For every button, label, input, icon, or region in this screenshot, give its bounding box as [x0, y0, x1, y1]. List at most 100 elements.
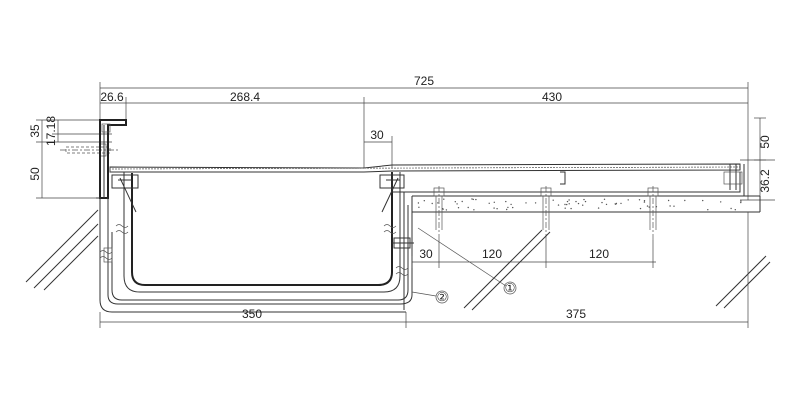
slab-dot — [512, 206, 514, 209]
cover-plate — [109, 163, 741, 173]
slab-dot — [577, 202, 580, 205]
slab-dot — [673, 205, 675, 207]
dim-label-26-6: 26.6 — [100, 90, 124, 104]
anchor-bolt-3 — [647, 186, 659, 240]
dim-label-17-18: 17.18 — [44, 116, 58, 146]
channel-body — [107, 172, 413, 305]
slab-dot — [734, 209, 736, 211]
slab-dot — [740, 200, 742, 202]
anchor-bolt-1 — [433, 186, 445, 240]
slab-dot — [454, 201, 456, 203]
slab-dot — [488, 202, 490, 204]
slab-dot — [575, 200, 577, 203]
slab-dot — [720, 201, 722, 203]
dim-label-50-right: 50 — [758, 135, 772, 149]
slab-dot — [646, 205, 649, 207]
slab-dot — [597, 207, 600, 209]
slab-dot — [417, 202, 420, 204]
slab-dot — [437, 202, 439, 204]
dimension-right-verticals: 50 36.2 — [740, 117, 775, 201]
dim-label-268-4: 268.4 — [230, 90, 260, 104]
slab-dot — [534, 202, 537, 204]
slab-dot — [493, 207, 495, 209]
right-bracket — [379, 174, 414, 276]
slab-dot — [564, 203, 566, 206]
callout-label-2: ② — [437, 290, 448, 304]
slab-dot — [457, 207, 460, 209]
right-frame — [391, 164, 745, 310]
slab-dot — [643, 200, 646, 202]
slab-dot — [627, 199, 629, 201]
slab-dot — [568, 203, 570, 205]
slab-dot — [740, 201, 742, 204]
slab-dot — [566, 200, 569, 203]
anchor-bolt-2 — [540, 186, 552, 240]
right-embankment-hatch — [463, 229, 771, 311]
slab-dot — [475, 198, 477, 201]
dim-label-430: 430 — [542, 90, 562, 104]
slab-dot — [620, 202, 622, 205]
slab-dot — [557, 204, 560, 206]
left-bolt — [60, 143, 120, 157]
dim-label-375: 375 — [566, 307, 586, 321]
callout-label-1: ① — [505, 281, 516, 295]
slab-dot — [702, 199, 704, 202]
callout-1: ① — [417, 227, 517, 295]
slab-dot — [525, 202, 527, 204]
slab-dot — [615, 203, 617, 205]
slab-dot — [603, 198, 606, 200]
slab-dot — [506, 208, 508, 211]
dim-label-30-bottom: 30 — [419, 247, 433, 261]
dimension-30-top: 30 — [364, 128, 393, 168]
left-bracket — [99, 174, 139, 263]
slab-dot — [566, 203, 568, 206]
dimension-total-725: 725 — [99, 74, 749, 200]
dimension-row-2: 26.6 268.4 430 — [100, 90, 748, 168]
slab-dot — [684, 199, 686, 202]
slab-dot — [643, 201, 646, 203]
slab-dot — [505, 200, 507, 203]
slab-dot — [473, 209, 475, 211]
dim-label-35: 35 — [28, 124, 42, 138]
slab-dot — [669, 205, 671, 207]
callout-2: ② — [411, 290, 449, 304]
slab-dot — [423, 200, 425, 202]
slab-dot — [496, 208, 498, 210]
slab-dot — [605, 203, 608, 206]
dim-label-36-2: 36.2 — [758, 169, 772, 193]
slab-dot — [445, 209, 448, 211]
slab-dot — [639, 207, 642, 210]
slab-dot — [648, 206, 650, 208]
slab-dot — [418, 206, 420, 208]
dim-label-120-a: 120 — [482, 247, 502, 261]
dim-label-50-left: 50 — [28, 167, 42, 181]
slab-dot — [564, 207, 566, 209]
slab-dot — [472, 198, 474, 201]
slab-aggregate-dots — [417, 198, 742, 211]
slab-dot — [552, 199, 554, 201]
slab-dot — [730, 207, 732, 210]
slab-dot — [570, 207, 572, 210]
slab-dot — [601, 201, 603, 204]
slab-dot — [467, 206, 469, 209]
slab-dot — [584, 200, 587, 203]
slab-dot — [510, 203, 512, 206]
dim-label-30-top: 30 — [370, 128, 384, 142]
slab-dot — [493, 201, 495, 203]
slab-dot — [568, 199, 570, 201]
slab-dot — [471, 198, 473, 200]
left-wall — [96, 119, 406, 313]
slab-dot — [431, 202, 433, 205]
dim-label-120-b: 120 — [589, 247, 609, 261]
slab-dot — [507, 206, 509, 209]
dimension-bottom-overall: 350 375 — [99, 212, 749, 328]
slab-dot — [443, 198, 445, 200]
dim-label-725: 725 — [414, 74, 434, 88]
slab-dot — [456, 203, 458, 205]
slab-dot — [583, 198, 585, 201]
concrete-slab — [411, 195, 761, 213]
slab-dot — [667, 199, 670, 202]
dim-label-350: 350 — [242, 307, 262, 321]
